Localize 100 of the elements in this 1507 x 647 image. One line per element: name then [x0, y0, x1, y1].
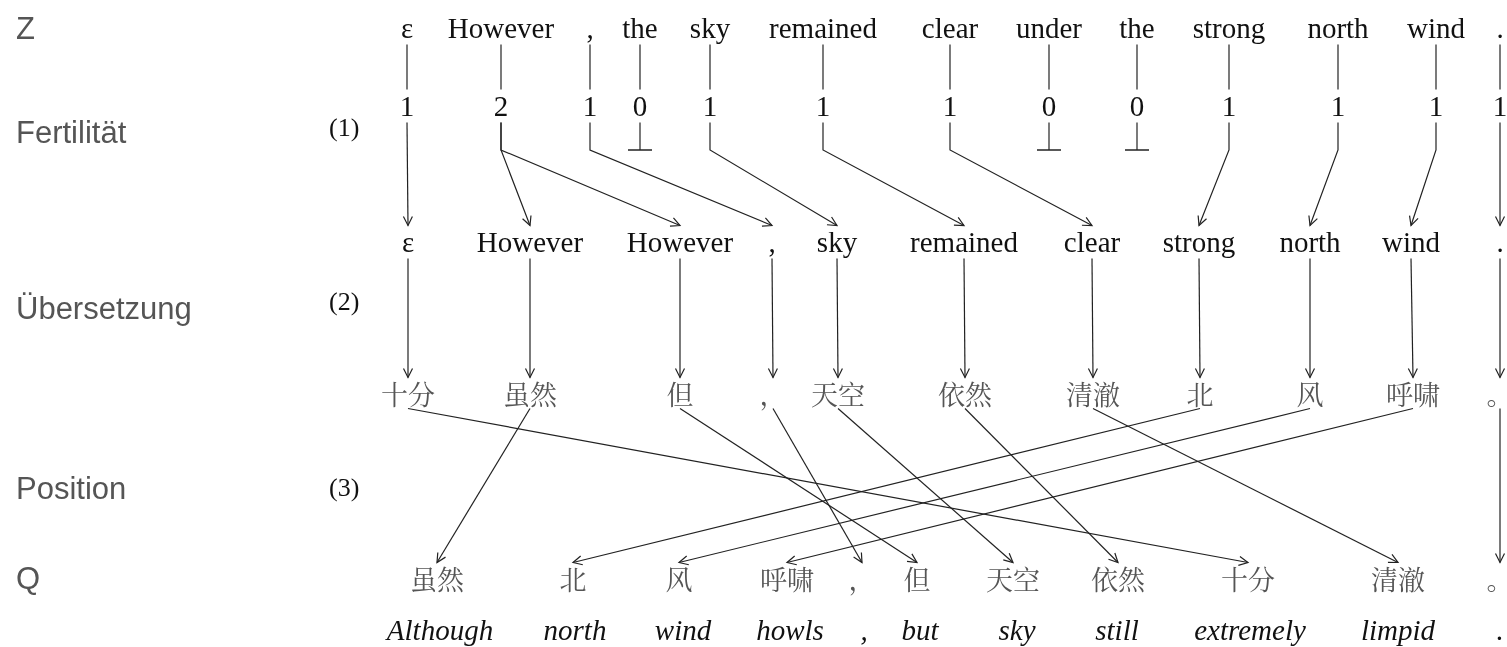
- alignment-arrow: [674, 257, 686, 379]
- alignment-arrow: [1407, 257, 1418, 379]
- source-word: ,: [585, 11, 595, 45]
- connector-line: [709, 43, 711, 91]
- copied-word: sky: [815, 225, 859, 259]
- fertility-number: 1: [398, 89, 416, 123]
- translated-word: 但: [665, 377, 695, 409]
- alignment-arrow: [524, 257, 536, 379]
- connector-line: [1136, 43, 1138, 91]
- null-alignment-mark: [1124, 121, 1150, 151]
- copied-word: remained: [909, 225, 1019, 259]
- connector-line: [406, 43, 408, 91]
- source-word: under: [1015, 11, 1083, 45]
- null-alignment-mark: [1036, 121, 1062, 151]
- source-word: the: [1118, 11, 1156, 45]
- copied-word: However: [625, 225, 735, 259]
- connector-line: [1228, 43, 1230, 91]
- alignment-arrow: [1494, 407, 1506, 564]
- alignment-arrow: [772, 407, 863, 564]
- copied-word: However: [475, 225, 585, 259]
- connector-line: [1048, 43, 1050, 91]
- null-alignment-mark: [627, 121, 653, 151]
- copied-word: clear: [1062, 225, 1122, 259]
- copied-word: ,: [767, 225, 777, 259]
- reordered-word: ，: [847, 562, 877, 594]
- alignment-arrow: [436, 407, 531, 564]
- reordered-word: 。: [1485, 562, 1507, 594]
- alignment-arrow: [589, 121, 773, 227]
- gloss-word: still: [1094, 613, 1140, 647]
- alignment-arrow: [572, 407, 1201, 566]
- fertility-number: 1: [1491, 89, 1507, 123]
- copied-word: ε: [400, 225, 416, 259]
- alignment-arrow: [837, 407, 1014, 564]
- alignment-arrow: [1308, 121, 1339, 227]
- fertility-number: 1: [1220, 89, 1238, 123]
- translated-word: 呼啸: [1385, 377, 1441, 409]
- step-number: (3): [328, 473, 361, 503]
- gloss-word: howls: [755, 613, 825, 647]
- alignment-arrow: [1197, 121, 1230, 227]
- translated-word: 北: [1185, 377, 1215, 409]
- translated-word: 依然: [937, 377, 993, 409]
- gloss-word: .: [1495, 613, 1505, 647]
- fertility-number: 1: [701, 89, 719, 123]
- source-word: remained: [768, 11, 878, 45]
- copied-word: wind: [1381, 225, 1441, 259]
- reordered-word: 北: [558, 562, 588, 594]
- source-word: ε: [399, 11, 415, 45]
- alignment-arrow: [964, 407, 1119, 564]
- fertility-number: 2: [492, 89, 510, 123]
- alignment-arrow: [832, 257, 843, 379]
- row-label: Position: [15, 470, 128, 506]
- connector-line: [1435, 43, 1437, 91]
- connector-line: [822, 43, 824, 91]
- alignment-arrow: [1494, 121, 1506, 227]
- alignment-arrow: [1092, 407, 1399, 564]
- gloss-word: extremely: [1193, 613, 1307, 647]
- alignment-arrow: [709, 121, 838, 227]
- source-word: clear: [920, 11, 980, 45]
- connector-line: [949, 43, 951, 91]
- alignment-arrow: [1087, 257, 1098, 379]
- alignment-arrow: [1408, 121, 1437, 227]
- translated-word: 清澈: [1065, 377, 1121, 409]
- fertility-number: 1: [1329, 89, 1347, 123]
- reordered-word: 十分: [1220, 562, 1276, 594]
- reordered-word: 风: [664, 562, 694, 594]
- alignment-arrow: [500, 121, 681, 227]
- row-label: Übersetzung: [15, 290, 193, 326]
- alignment-arrow: [822, 121, 965, 227]
- alignment-arrow: [1194, 257, 1205, 379]
- source-word: wind: [1406, 11, 1466, 45]
- alignment-arrow: [679, 407, 918, 564]
- gloss-word: wind: [653, 613, 713, 647]
- copied-word: .: [1495, 225, 1505, 259]
- alignment-arrow: [786, 407, 1414, 566]
- alignment-arrow: [1304, 257, 1316, 379]
- fertility-number: 1: [941, 89, 959, 123]
- connector-line: [1337, 43, 1339, 91]
- alignment-arrow: [402, 257, 414, 379]
- reordered-word: 清澈: [1370, 562, 1426, 594]
- source-word: strong: [1191, 11, 1267, 45]
- step-number: (1): [328, 113, 361, 143]
- connector-line: [1499, 43, 1501, 91]
- gloss-word: Although: [385, 613, 495, 647]
- source-word: However: [446, 11, 556, 45]
- reordered-word: 天空: [985, 562, 1041, 594]
- translated-word: 虽然: [502, 377, 558, 409]
- copied-word: north: [1278, 225, 1342, 259]
- fertility-number: 0: [631, 89, 649, 123]
- reordered-word: 但: [902, 562, 932, 594]
- gloss-word: but: [900, 613, 940, 647]
- copied-word: strong: [1161, 225, 1237, 259]
- source-word: sky: [688, 11, 732, 45]
- alignment-arrow: [407, 407, 1249, 566]
- translated-word: 天空: [810, 377, 866, 409]
- source-word: the: [621, 11, 659, 45]
- alignment-arrow: [402, 121, 413, 227]
- gloss-word: limpid: [1359, 613, 1437, 647]
- translated-word: 。: [1485, 377, 1507, 409]
- gloss-word: sky: [997, 613, 1037, 647]
- step-number: (2): [328, 287, 361, 317]
